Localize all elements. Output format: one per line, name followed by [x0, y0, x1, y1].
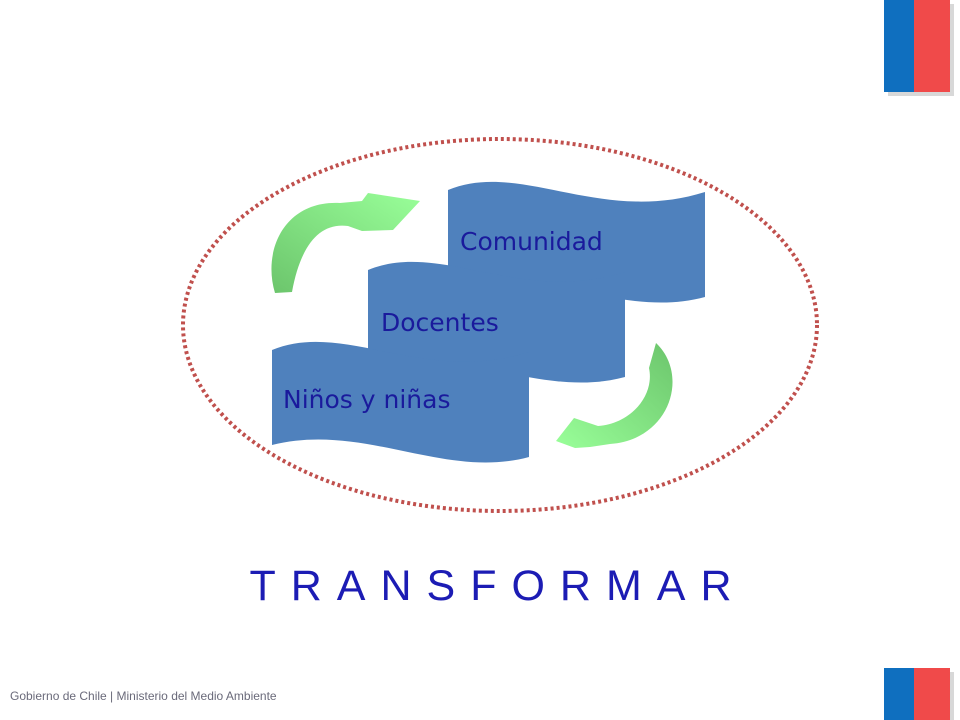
curved-arrow-icon [271, 193, 420, 293]
banner-label: Niños y niñas [283, 385, 450, 414]
banner-ninos: Niños y niñas [272, 341, 529, 463]
chile-flag-logo [884, 0, 950, 92]
banner-docentes: Docentes [368, 261, 625, 383]
banner-comunidad: Comunidad [448, 181, 705, 303]
flag-red-stripe [914, 668, 950, 720]
headline-text: TRANSFORMAR [249, 562, 747, 610]
banner-label: Docentes [381, 308, 499, 337]
dotted-ellipse [181, 137, 819, 513]
footer-text: Gobierno de Chile | Ministerio del Medio… [10, 689, 277, 703]
chile-flag-logo [884, 668, 950, 720]
curved-arrow-icon [556, 343, 673, 448]
flag-blue-stripe [884, 668, 914, 720]
flag-red-stripe [914, 0, 950, 92]
banner-label: Comunidad [460, 227, 603, 256]
flag-blue-stripe [884, 0, 914, 92]
